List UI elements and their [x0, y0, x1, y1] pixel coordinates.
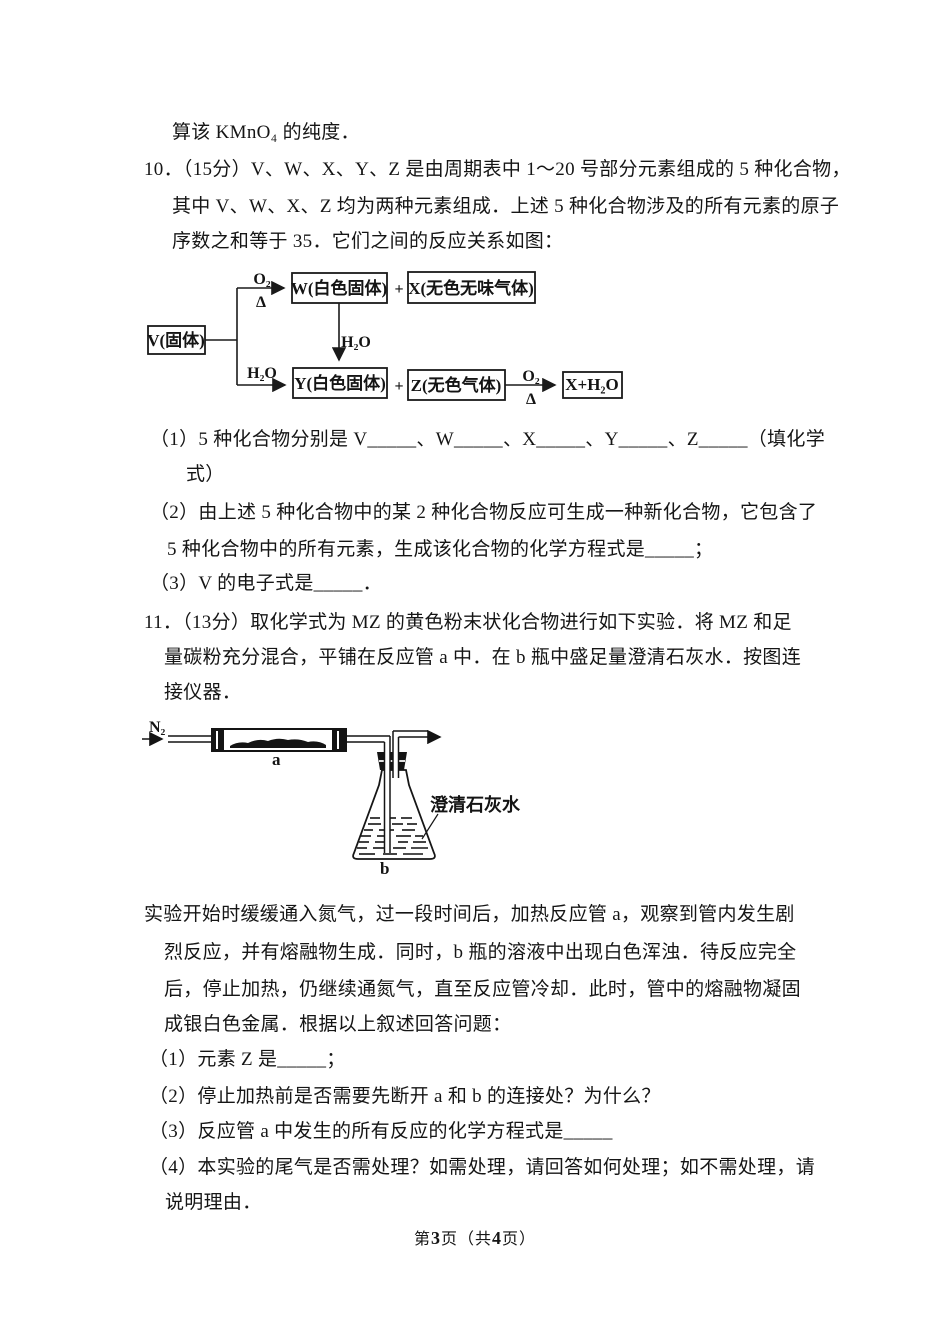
box-z-label: Z(无色气体): [411, 375, 502, 395]
q11-part4-line-2: 说明理由．: [165, 1192, 262, 1213]
reaction-flowchart: V(固体) W(白色固体) X(无色无味气体) Y(白色固体) Z(无色气体) …: [140, 258, 680, 414]
box-result-label: X+H₂O: [565, 375, 619, 394]
flask-b-label: b: [380, 859, 389, 878]
q10-part2-line-1: （2）由上述 5 种化合物中的某 2 种化合物反应可生成一种新化合物，它包含了: [150, 502, 818, 523]
box-y-outline: [292, 367, 388, 399]
n2-label: N₂: [149, 719, 166, 736]
page-footer: 第3页（共4页）: [0, 1225, 950, 1249]
reaction-flowchart-svg: V(固体) W(白色固体) X(无色无味气体) Y(白色固体) Z(无色气体) …: [147, 271, 623, 408]
q11-desc-line-3: 后，停止加热，仍继续通氮气，直至反应管冷却．此时，管中的熔融物凝固: [164, 979, 801, 1000]
footer-text-mid: 页（共: [440, 1231, 492, 1248]
box-x-outline: [407, 271, 536, 304]
limewater-pointer-line: [421, 813, 439, 840]
o2-label-top: O₂: [253, 271, 270, 288]
box-v-label: V(固体): [147, 330, 205, 350]
box-x-label: X(无色无味气体): [408, 278, 534, 298]
box-z-outline: [407, 369, 506, 401]
h2o-label-mid: H₂O: [341, 334, 371, 351]
box-w-label: W(白色固体): [291, 278, 387, 298]
box-v-outline: [147, 325, 206, 355]
footer-text-pre: 第: [413, 1231, 431, 1248]
footer-text-post: 页）: [502, 1231, 537, 1248]
flowchart-boxes: [147, 271, 623, 401]
q10-part3-line: （3）V 的电子式是_____．: [150, 573, 382, 594]
outlet-tube-body: [393, 733, 398, 778]
q11-part1-line: （1）元素 Z 是_____；: [149, 1049, 346, 1070]
gas-piping: [168, 730, 428, 743]
footer-total-pages: 4: [492, 1228, 502, 1248]
q11-desc-line-1: 实验开始时缓缓通入氮气，过一段时间后，加热反应管 a，观察到管内发生剧: [144, 904, 795, 925]
flowchart-connectors: [205, 280, 557, 393]
apparatus-svg: N₂ a b 澄清石灰水: [142, 719, 521, 878]
plus-sign-low: +: [394, 378, 403, 395]
box-result-outline: [562, 371, 623, 399]
delivery-tube: [383, 736, 391, 853]
q9-tail-line: 算该 KMnO₄ 的纯度．: [172, 122, 360, 143]
flask-outline: [352, 769, 436, 860]
tube-a-label: a: [272, 750, 281, 769]
q11-desc-line-2: 烈反应，并有熔融物生成．同时，b 瓶的溶液中出现白色浑浊．待反应完全: [164, 942, 797, 963]
outlet-tube: [392, 731, 400, 778]
powder-sample: [230, 738, 326, 748]
limewater-label: 澄清石灰水: [430, 794, 521, 815]
q11-part2-line: （2）停止加热前是否需要先断开 a 和 b 的连接处？为什么？: [149, 1086, 661, 1107]
q11-desc-line-4: 成银白色金属．根据以上叙述回答问题：: [164, 1014, 512, 1035]
plus-sign-top: +: [394, 281, 403, 298]
q10-stem-line-3: 序数之和等于 35．它们之间的反应关系如图：: [172, 231, 564, 252]
delta-label-right: Δ: [526, 391, 536, 408]
q10-part1-line-2: 式）: [186, 464, 225, 485]
q10-stem-line-1: 10．（15分）V、W、X、Y、Z 是由周期表中 1～20 号部分元素组成的 5…: [144, 159, 851, 180]
q11-stem-line-3: 接仪器．: [164, 682, 242, 703]
q10-stem-line-2: 其中 V、W、X、Z 均为两种元素组成．上述 5 种化合物涉及的所有元素的原子: [172, 196, 840, 217]
footer-page-number: 3: [430, 1228, 441, 1248]
q10-part2-line-2: 5 种化合物中的所有元素，生成该化合物的化学方程式是_____；: [167, 539, 714, 560]
flowchart-box-labels: V(固体) W(白色固体) X(无色无味气体) Y(白色固体) Z(无色气体) …: [147, 278, 619, 395]
q11-stem-line-2: 量碳粉充分混合，平铺在反应管 a 中．在 b 瓶中盛足量澄清石灰水．按图连: [164, 647, 802, 668]
q11-part3-line: （3）反应管 a 中发生的所有反应的化学方程式是_____: [149, 1121, 613, 1142]
limewater-dashes: [357, 817, 428, 855]
q10-part1-line-1: （1）5 种化合物分别是 V_____、W_____、X_____、Y_____…: [150, 429, 826, 450]
apparatus-diagram: N₂ a b 澄清石灰水: [140, 712, 560, 890]
q11-part4-line-1: （4）本实验的尾气是否需处理？如需处理，请回答如何处理；如不需处理，请: [149, 1157, 816, 1178]
delta-label-top: Δ: [256, 294, 266, 311]
box-w-outline: [291, 272, 388, 304]
h2o-label-low: H₂O: [247, 365, 277, 382]
delivery-tube-body: [385, 738, 390, 853]
box-y-label: Y(白色固体): [294, 373, 386, 393]
o2-label-right: O₂: [522, 368, 539, 385]
q11-stem-line-1: 11．（13分）取化学式为 MZ 的黄色粉末状化合物进行如下实验．将 MZ 和足: [144, 612, 792, 633]
flowchart-condition-labels: O₂ Δ H₂O H₂O O₂ Δ + +: [247, 271, 540, 408]
